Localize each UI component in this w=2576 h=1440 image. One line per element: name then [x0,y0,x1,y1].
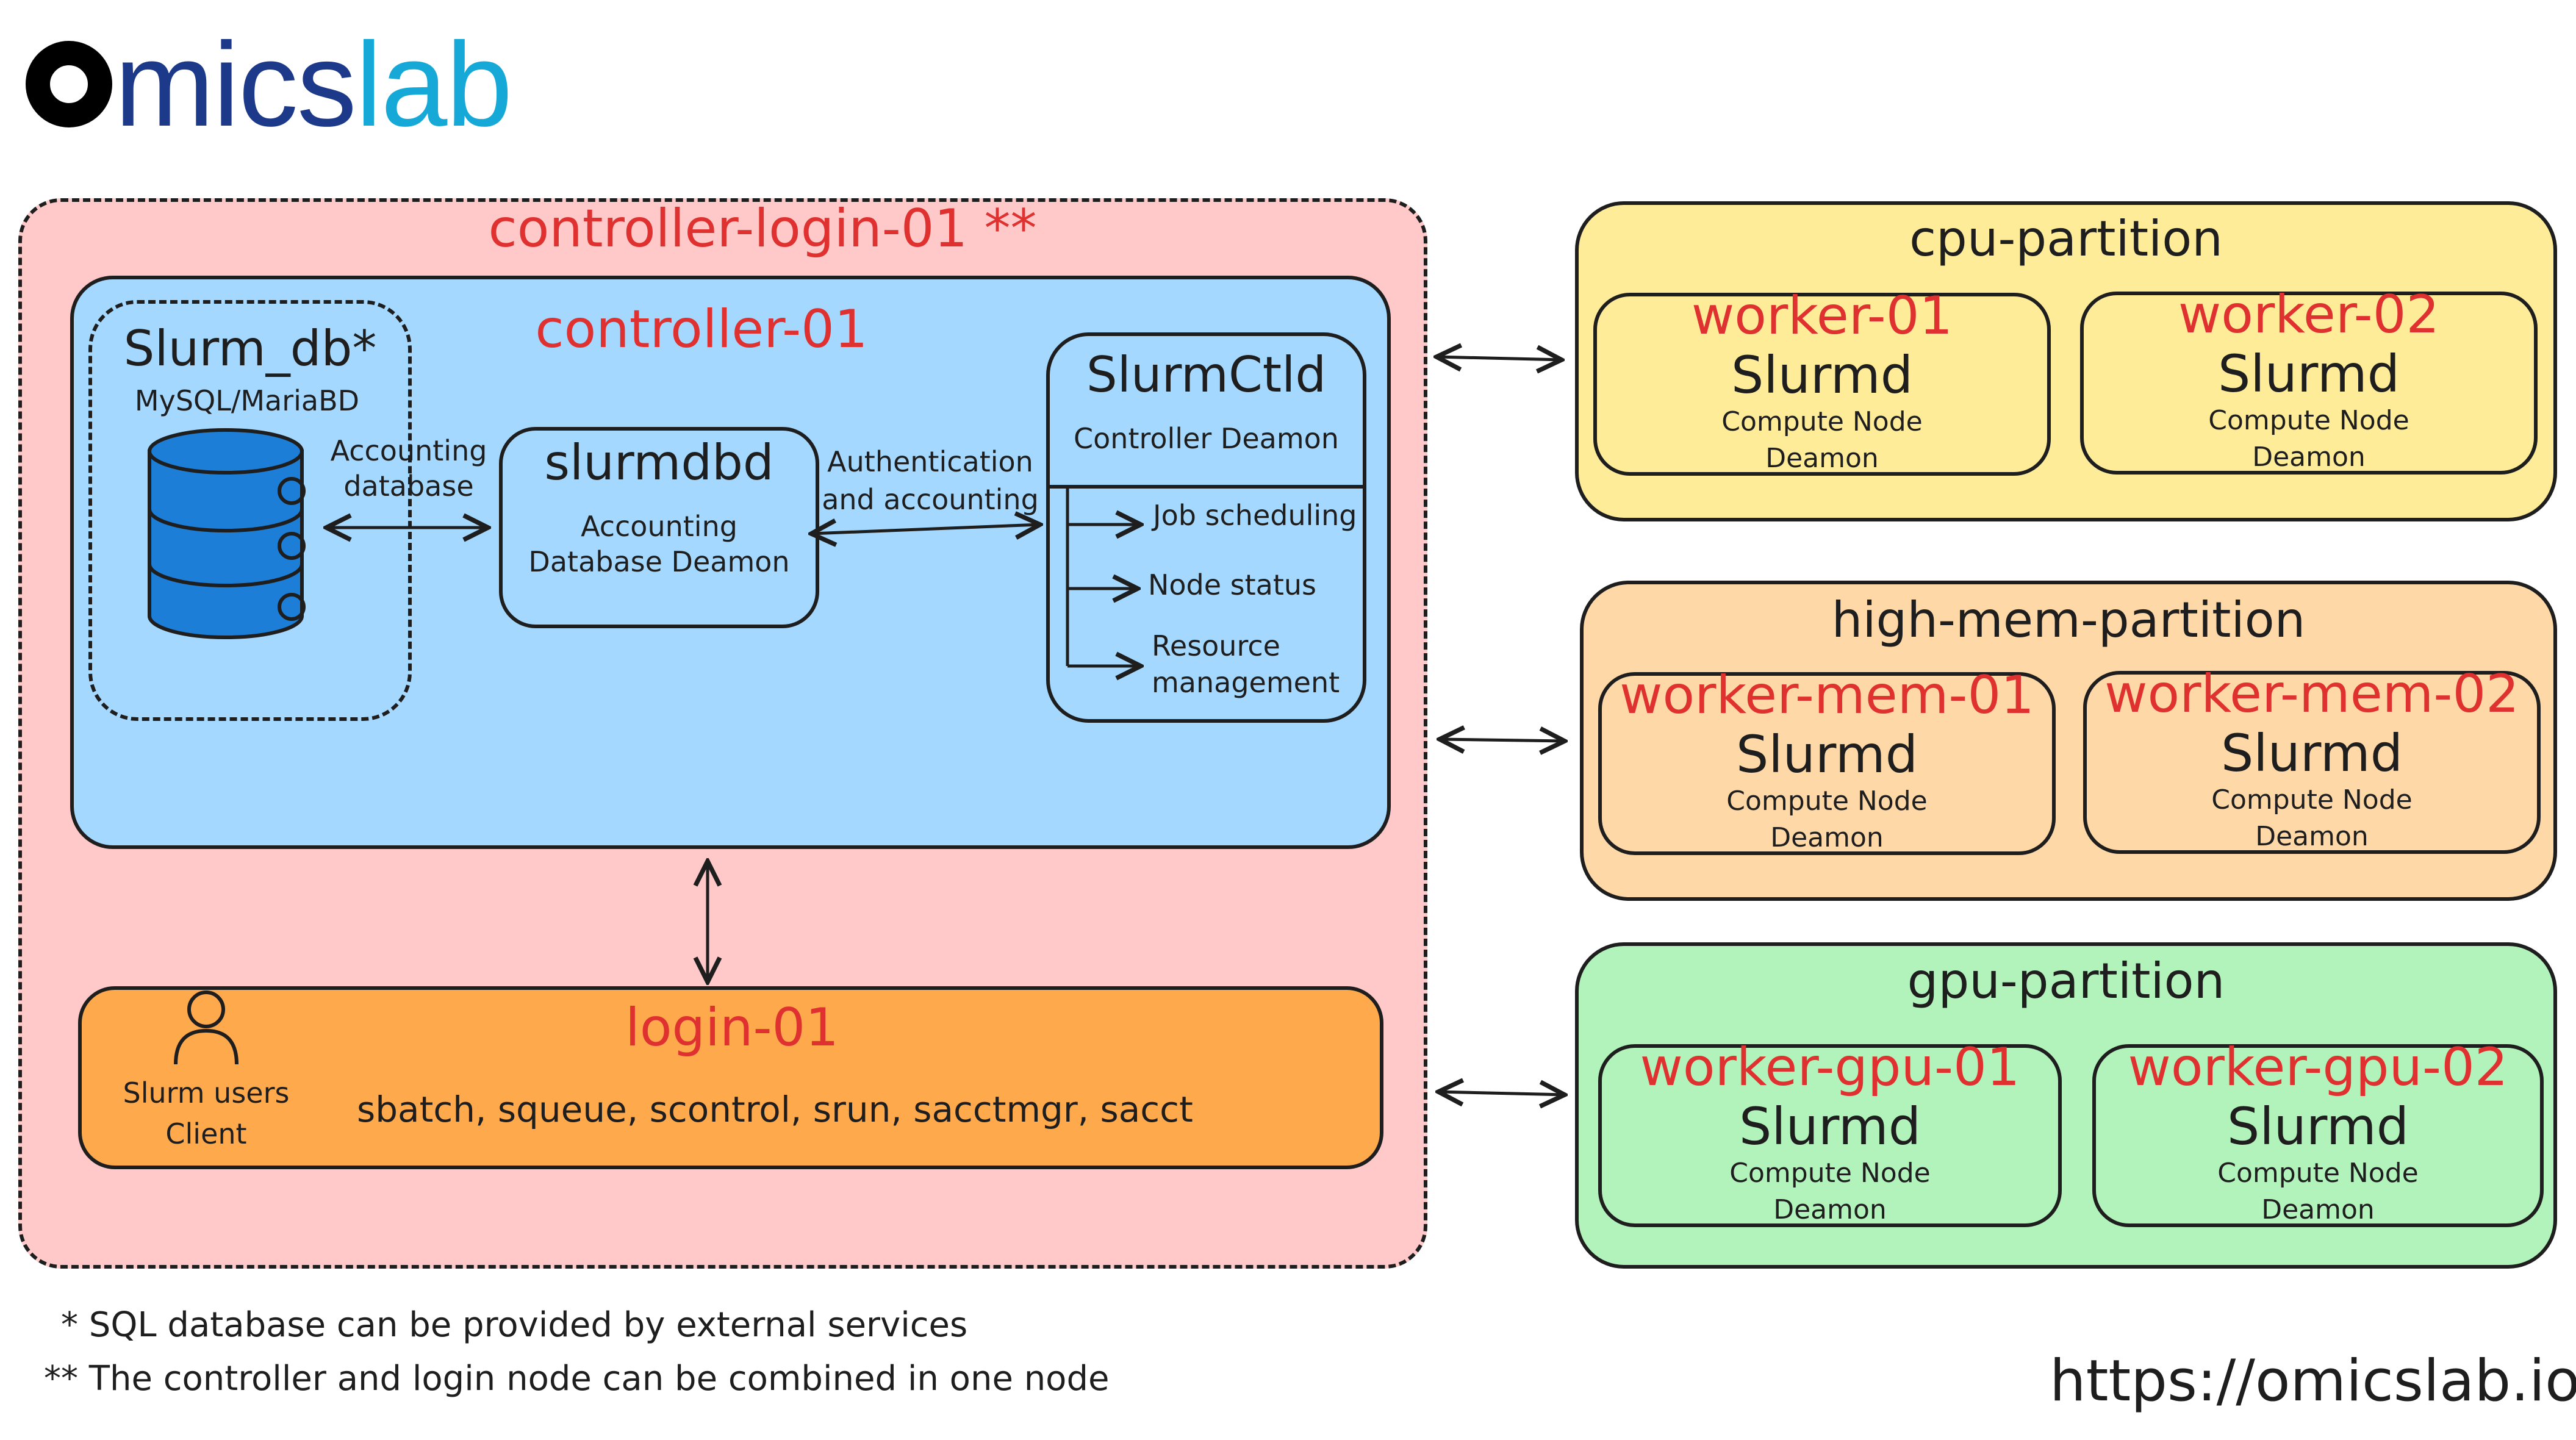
slurmdbd-slurmctld-arrow [811,525,1040,534]
slurm-db-subtitle: MySQL/MariaBD [134,384,360,417]
accounting-database-label-1: Accounting [330,434,487,467]
slurmdbd-line1: Accounting [581,510,737,543]
worker-gpu-01-daemon: Slurmd [1738,1097,1921,1156]
slurm-db-title: Slurm_db* [123,320,377,377]
footnote-1: * SQL database can be provided by extern… [61,1305,968,1345]
worker-gpu-01-box: worker-gpu-01 Slurmd Compute Node Deamon [1598,1037,2062,1227]
worker-gpu-02-daemon: Slurmd [2226,1097,2409,1156]
worker-mem-02-box: worker-mem-02 Slurmd Compute Node Deamon [2083,664,2541,854]
auth-label-1: Authentication [827,445,1033,478]
worker-gpu-01-name: worker-gpu-01 [1640,1037,2020,1098]
slurmctld-subtitle: Controller Deamon [1074,422,1339,455]
cpu-partition-arrow [1437,357,1562,360]
worker-mem-01-line1: Compute Node [1726,786,1928,817]
worker-mem-01-daemon: Slurmd [1735,725,1918,784]
worker-gpu-02-line2: Deamon [2261,1194,2375,1225]
resource-management-label-1: Resource [1152,629,1280,662]
job-scheduling-label: Job scheduling [1153,499,1357,532]
worker-mem-02-line1: Compute Node [2211,784,2413,815]
slurm-commands: sbatch, squeue, scontrol, srun, sacctmgr… [357,1089,1193,1130]
resource-management-label-2: management [1152,666,1340,699]
login-01-box [78,986,1383,1169]
worker-gpu-01-line2: Deamon [1773,1194,1887,1225]
worker-gpu-02-line1: Compute Node [2217,1158,2419,1189]
slurm-users-label: Slurm users [123,1076,290,1109]
worker-01-daemon: Slurmd [1731,345,1914,405]
high-mem-partition-arrow [1440,739,1565,741]
slurmctld-title: SlurmCtld [1086,346,1327,403]
worker-gpu-02-box: worker-gpu-02 Slurmd Compute Node Deamon [2092,1037,2544,1227]
cpu-partition-box [1575,201,2557,521]
worker-01-name: worker-01 [1691,285,1953,346]
worker-gpu-01-line1: Compute Node [1729,1158,1931,1189]
worker-mem-02-line2: Deamon [2255,821,2369,852]
worker-02-daemon: Slurmd [2217,344,2400,404]
worker-gpu-02-name: worker-gpu-02 [2128,1037,2508,1098]
website-url[interactable]: https://omicslab.io [2050,1348,2576,1414]
worker-mem-02-daemon: Slurmd [2220,723,2403,783]
worker-mem-01-line2: Deamon [1770,822,1884,853]
worker-01-line1: Compute Node [1721,406,1923,437]
cpu-partition-title: cpu-partition [1909,210,2223,267]
slurmdbd-line2: Database Deamon [528,545,790,578]
login-01-title: login-01 [625,997,839,1058]
controller-login-01-title: controller-login-01 ** [488,198,1037,259]
worker-01-line2: Deamon [1765,443,1879,474]
worker-01-box: worker-01 Slurmd Compute Node Deamon [1593,285,2051,476]
logo-text-mics: mics [115,17,357,151]
worker-02-line2: Deamon [2252,442,2366,473]
worker-02-line1: Compute Node [2208,405,2409,436]
logo-text-lab: lab [355,17,513,151]
controller-01-title: controller-01 [535,299,868,360]
worker-02-box: worker-02 Slurmd Compute Node Deamon [2080,284,2538,475]
gpu-partition-title: gpu-partition [1907,953,2225,1009]
accounting-database-label-2: database [343,470,474,503]
node-status-label: Node status [1148,568,1317,601]
worker-mem-02-name: worker-mem-02 [2104,664,2519,725]
worker-mem-01-box: worker-mem-01 Slurmd Compute Node Deamon [1598,665,2056,855]
gpu-partition-arrow [1438,1092,1565,1095]
auth-label-2: and accounting [822,483,1039,516]
client-label: Client [165,1117,247,1150]
high-mem-partition-box [1580,581,2557,901]
slurmctld-divider [1048,485,1365,489]
worker-mem-01-name: worker-mem-01 [1620,665,2034,726]
slurmctld-box [1046,332,1366,723]
slurm-db-box [88,300,412,721]
gpu-partition-box [1575,942,2557,1269]
high-mem-partition-title: high-mem-partition [1831,592,2306,648]
worker-02-name: worker-02 [2178,284,2440,345]
slurmdbd-title: slurmdbd [544,434,774,491]
footnote-2: ** The controller and login node can be … [44,1359,1110,1399]
